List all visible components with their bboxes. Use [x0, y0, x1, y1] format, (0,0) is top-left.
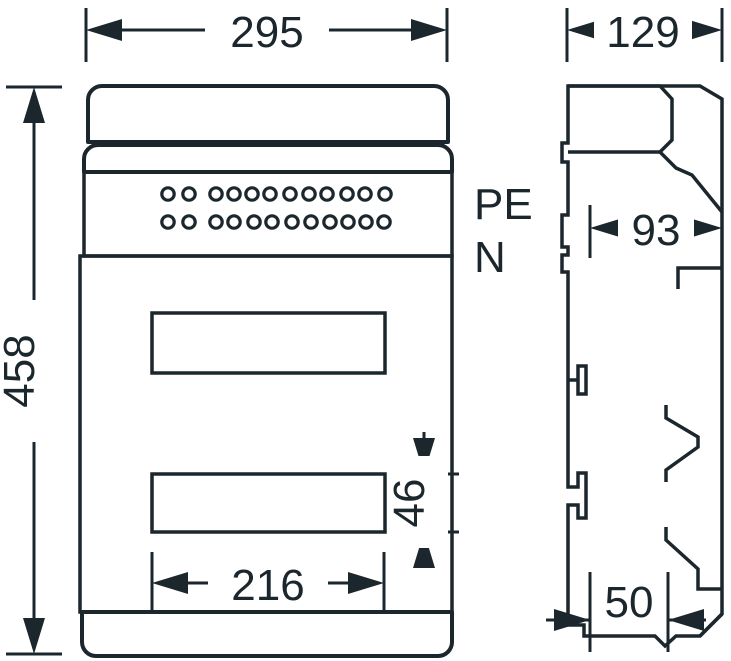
vent-hole-array-row-1	[160, 186, 393, 202]
side-view-body-outline	[560, 84, 724, 649]
arrow-right	[686, 19, 722, 41]
vent-hole	[301, 186, 317, 202]
upper-cutout	[150, 311, 387, 375]
front-view	[78, 84, 454, 658]
dimension-base-depth-50: 50	[546, 572, 706, 652]
vent-hole	[226, 214, 242, 230]
arrow-down	[23, 618, 45, 654]
arrow-right	[686, 217, 722, 239]
side-view	[560, 84, 724, 649]
vent-hole	[322, 214, 338, 230]
dim-text-bg	[402, 456, 448, 548]
side-view-rail-shelf	[676, 266, 722, 289]
vent-hole	[282, 186, 298, 202]
dimension-depth-129: 129	[565, 6, 724, 62]
dimension-cutout-width-216-text: 216	[231, 561, 304, 610]
side-view-mid-zigzag	[664, 405, 700, 482]
vent-hole	[340, 214, 356, 230]
arrow-right	[348, 572, 384, 594]
vent-hole	[339, 186, 355, 202]
arrow-right	[411, 19, 447, 41]
dimension-width-295: 295	[84, 6, 449, 62]
dimension-cutout-height-46: 46	[385, 432, 459, 568]
lower-cutout	[150, 472, 387, 534]
dim-text-bg	[10, 300, 58, 442]
vent-hole	[208, 186, 224, 202]
arrow-right-inward	[554, 609, 590, 631]
dimension-base-depth-50-text: 50	[605, 578, 654, 627]
vent-hole	[160, 186, 176, 202]
vent-hole	[246, 214, 262, 230]
dim-text-bg	[594, 576, 666, 624]
vent-hole	[160, 214, 176, 230]
vent-hole	[181, 186, 197, 202]
dimension-width-295-text: 295	[230, 8, 303, 57]
side-view-lower-zigzag	[664, 527, 722, 591]
dim-text-bg	[208, 559, 328, 607]
dimension-cutout-height-46-text: 46	[385, 479, 434, 528]
side-view-bottom-chamfer	[698, 612, 724, 638]
vent-hole	[262, 186, 278, 202]
vent-hole-array-row-2	[160, 214, 392, 230]
dimension-depth-129-text: 129	[606, 8, 679, 57]
vent-hole	[284, 214, 300, 230]
vent-hole	[358, 214, 374, 230]
dimension-height-458-text: 458	[0, 334, 44, 407]
vent-hole	[376, 214, 392, 230]
vent-hole	[303, 214, 319, 230]
front-view-upper-band	[82, 143, 454, 174]
dimension-inner-depth-93: 93	[588, 204, 724, 258]
n-label-text: N	[474, 233, 506, 282]
pe-n-terminal-label: PE N	[474, 180, 533, 282]
vent-hole	[377, 186, 393, 202]
pe-label-text: PE	[474, 180, 533, 229]
arrow-left	[590, 217, 626, 239]
arrow-up-inward	[413, 532, 435, 568]
side-view-upper-chamfer	[658, 150, 724, 214]
arrow-up	[23, 87, 45, 123]
front-view-body	[82, 170, 454, 258]
dim-text-bg	[205, 6, 329, 54]
arrow-left	[152, 572, 188, 594]
dimension-inner-depth-93-text: 93	[632, 206, 681, 255]
front-view-main-panel	[78, 254, 454, 614]
vent-hole	[208, 214, 224, 230]
arrow-left-inward	[668, 609, 704, 631]
vent-hole	[181, 214, 197, 230]
side-view-lid-profile	[568, 84, 674, 154]
arrow-left	[86, 19, 122, 41]
front-view-bottom-band	[80, 610, 454, 658]
front-view-top-lid	[86, 84, 450, 144]
vent-hole	[264, 214, 280, 230]
vent-hole	[226, 186, 242, 202]
vent-hole	[319, 186, 335, 202]
vent-hole	[357, 186, 373, 202]
dimension-height-458: 458	[0, 85, 62, 656]
dimension-cutout-width-216: 216	[150, 552, 386, 612]
vent-hole	[244, 186, 260, 202]
dim-text-bg	[618, 204, 694, 252]
dim-text-bg	[594, 6, 692, 54]
